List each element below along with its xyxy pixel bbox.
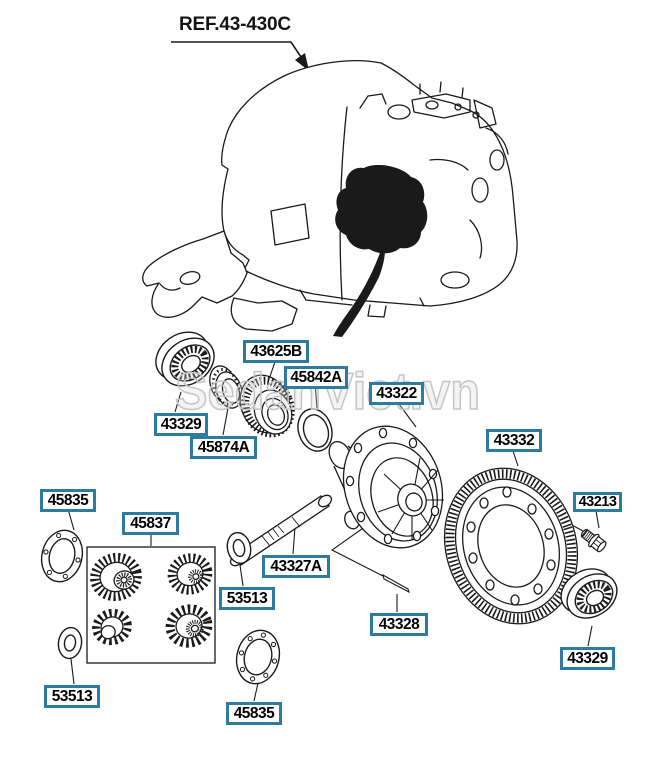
callout-43332[interactable]: 43332	[486, 429, 542, 452]
speedometer-drive-gear-icon	[239, 374, 295, 438]
speedometer-gear-sleeve-icon	[209, 365, 243, 409]
oil-seal-ring-icon	[297, 408, 333, 452]
callout-43328[interactable]: 43328	[370, 613, 428, 636]
callout-43327A[interactable]: 43327A	[262, 555, 330, 578]
callout-45835-upper[interactable]: 45835	[40, 489, 96, 512]
callout-43329-right[interactable]: 43329	[560, 647, 615, 670]
callout-43329-left[interactable]: 43329	[154, 413, 208, 436]
callout-43322[interactable]: 43322	[369, 382, 424, 405]
spacer-washer-middle-icon	[226, 531, 252, 565]
watermark-text: SedanViet.vn	[175, 363, 480, 421]
callout-53513-middle[interactable]: 53513	[219, 587, 275, 610]
differential-gear-kit-icon	[86, 546, 216, 664]
callout-53513-lower[interactable]: 53513	[44, 685, 100, 708]
ring-gear-icon	[443, 467, 579, 625]
callout-43625B[interactable]: 43625B	[243, 340, 309, 363]
bearing-right-icon	[560, 568, 618, 619]
thrust-washer-bottom-icon	[235, 629, 281, 685]
differential-case-icon	[328, 425, 444, 549]
thrust-washer-upper-icon	[40, 529, 84, 583]
bolt-icon	[580, 528, 607, 553]
transmission-drawing	[142, 60, 518, 337]
bearing-left-icon	[155, 331, 215, 387]
callout-43213[interactable]: 43213	[573, 492, 622, 512]
ref-link[interactable]: REF.43-430C	[179, 14, 291, 35]
callout-45874A[interactable]: 45874A	[190, 436, 257, 459]
callout-45842A[interactable]: 45842A	[284, 366, 348, 389]
callout-45835-bottom[interactable]: 45835	[226, 702, 282, 725]
ref-arrow	[171, 41, 309, 71]
callout-45837[interactable]: 45837	[122, 512, 179, 535]
spacer-washer-lower-icon	[57, 626, 83, 660]
lock-pin-icon	[382, 573, 410, 594]
